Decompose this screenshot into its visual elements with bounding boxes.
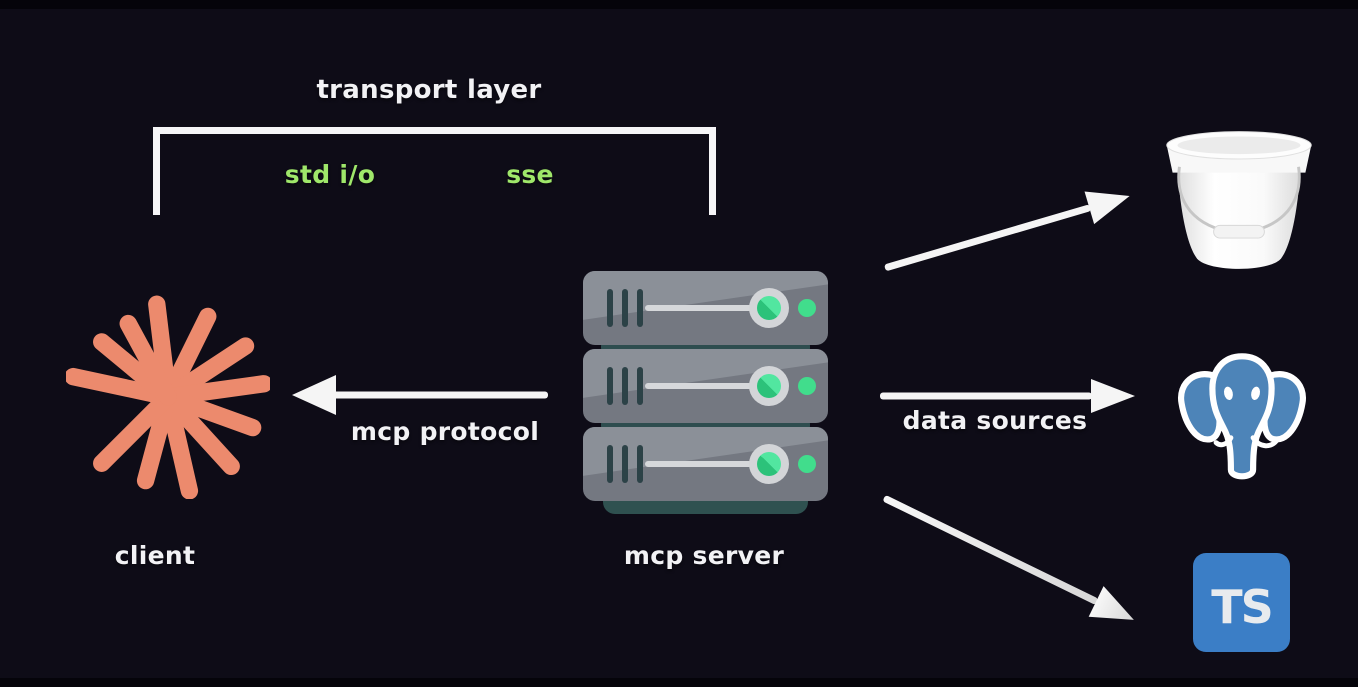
server-knob-icon (749, 288, 789, 328)
mcp-protocol-label: mcp protocol (350, 417, 540, 446)
server-label: mcp server (623, 541, 785, 570)
transport-bracket (153, 127, 716, 215)
bucket-icon (1166, 131, 1312, 269)
server-unit (583, 271, 828, 345)
server-knob-icon (749, 366, 789, 406)
server-slider-track (645, 305, 767, 311)
server-unit (583, 427, 828, 501)
server-status-led (798, 377, 816, 395)
server-gap (601, 422, 810, 428)
transport-stdio-label: std i/o (284, 160, 376, 189)
server-status-led (798, 299, 816, 317)
server-vents-icon (607, 367, 643, 405)
data-sources-label: data sources (902, 406, 1088, 435)
server-slider-track (645, 383, 767, 389)
server-vents-icon (607, 445, 643, 483)
typescript-logo-text: TS (1211, 579, 1273, 634)
arrow-to-postgres-icon (880, 379, 1135, 413)
arrow-mcp-protocol-icon (292, 375, 548, 415)
server-status-led (798, 455, 816, 473)
typescript-logo: TS (1193, 553, 1290, 652)
claude-starburst-icon (66, 295, 270, 499)
server-slider-track (645, 461, 767, 467)
server-unit (583, 349, 828, 423)
server-stack-icon (583, 271, 828, 514)
top-edge-bar (0, 0, 1358, 9)
transport-sse-label: sse (506, 160, 554, 189)
client-label: client (114, 541, 196, 570)
postgresql-elephant-icon (1178, 353, 1306, 480)
server-gap (601, 344, 810, 350)
transport-layer-title: transport layer (316, 75, 542, 105)
arrow-to-typescript-icon (883, 495, 1134, 620)
bottom-edge-bar (0, 678, 1358, 687)
server-knob-icon (749, 444, 789, 484)
arrow-to-bucket-icon (884, 191, 1130, 271)
server-vents-icon (607, 289, 643, 327)
